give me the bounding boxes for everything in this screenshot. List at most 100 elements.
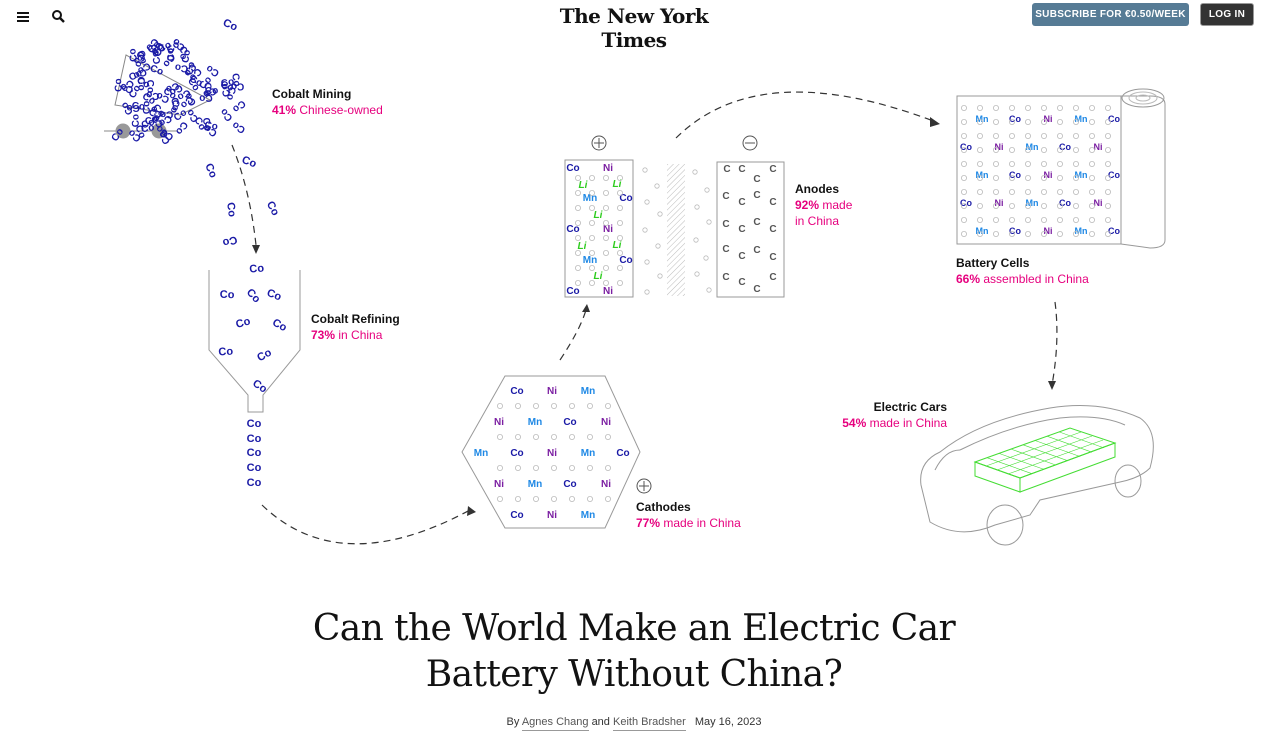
oxygen-ring [617, 189, 624, 196]
oxygen-ring [1009, 174, 1016, 181]
stage-desc-line2: in China [795, 214, 840, 228]
oxygen-ring [993, 188, 1000, 195]
arrow-heads [252, 117, 1056, 516]
atom-co: Co [1009, 226, 1021, 236]
atom-c: C [769, 197, 776, 208]
atom-co: Co [255, 346, 274, 364]
oxygen-ring [1025, 160, 1032, 167]
atom-mn: Mn [976, 114, 989, 124]
oxygen-ring [515, 402, 522, 409]
oxygen-ring [961, 132, 968, 139]
oxygen-ring [1041, 160, 1048, 167]
search-icon[interactable] [48, 6, 70, 28]
oxygen-ring [961, 202, 968, 209]
oxygen-ring [1009, 105, 1016, 112]
atom-co: Co [247, 418, 262, 430]
atom-co: Co [145, 88, 160, 101]
oxygen-ring [1105, 174, 1112, 181]
oxygen-ring [575, 174, 582, 181]
atom-co: Co [247, 433, 262, 445]
oxygen-ring [1105, 119, 1112, 126]
atom-co: Co [220, 289, 235, 302]
stage-desc: made [819, 198, 853, 212]
atom-mn: Mn [581, 510, 595, 521]
oxygen-ring [1041, 119, 1048, 126]
atom-ni: Ni [1094, 198, 1103, 208]
atom-ni: Ni [494, 417, 504, 428]
oxygen-ring [587, 464, 594, 471]
author-link-agnes-chang[interactable]: Agnes Chang [521, 716, 589, 731]
oxygen-ring [515, 433, 522, 440]
oxygen-ring [589, 264, 596, 271]
atom-co: Co [174, 61, 189, 74]
oxygen-ring [1105, 105, 1112, 112]
atom-co: Co [130, 114, 141, 128]
atom-co: Co [205, 85, 219, 97]
stage-cathodes: Cathodes 77% made in China [636, 499, 741, 531]
atom-co: Co [566, 163, 579, 174]
top-bar: The New York Times SUBSCRIBE FOR €0.50/W… [0, 0, 1268, 52]
arrow-refining-to-cathodes [261, 504, 471, 545]
atom-c: C [722, 272, 729, 283]
menu-icon[interactable] [12, 6, 34, 28]
stage-anodes: Anodes 92% made in China [795, 181, 852, 229]
oxygen-ring [1057, 119, 1064, 126]
atom-co: Co [1009, 170, 1021, 180]
atom-ni: Ni [995, 198, 1004, 208]
headline-line-1: Can the World Make an Electric Car [312, 608, 956, 649]
atom-co: Co [127, 48, 140, 63]
atom-li: Li [613, 179, 622, 190]
oxygen-ring [589, 219, 596, 226]
atom-co: Co [221, 233, 239, 249]
atom-c: C [738, 197, 745, 208]
atom-ni: Ni [547, 386, 557, 397]
oxygen-ring [589, 279, 596, 286]
atom-co: Co [1108, 114, 1120, 124]
oxygen-ring [1057, 174, 1064, 181]
atom-ni: Ni [995, 142, 1004, 152]
electrolyte-dot [655, 243, 661, 249]
atom-ni: Ni [601, 417, 611, 428]
oxygen-ring [977, 216, 984, 223]
stage-desc: Chinese-owned [296, 103, 383, 117]
atom-co: Co [144, 79, 156, 93]
oxygen-ring [1041, 216, 1048, 223]
stage-stat: 77% made in China [636, 515, 741, 531]
oxygen-ring [977, 202, 984, 209]
atom-co: Co [156, 39, 173, 55]
arrow-anodes-to-cells [675, 91, 937, 139]
oxygen-ring [1089, 188, 1096, 195]
atom-c: C [738, 164, 745, 175]
atom-co: Co [202, 162, 219, 181]
atom-co: Co [1108, 226, 1120, 236]
oxygen-ring [961, 230, 968, 237]
atom-ni: Ni [601, 479, 611, 490]
oxygen-ring [993, 216, 1000, 223]
oxygen-ring [1057, 188, 1064, 195]
atom-co: Co [249, 262, 265, 275]
oxygen-ring [605, 495, 612, 502]
atom-co: Co [247, 447, 262, 459]
electrolyte-dot [642, 227, 648, 233]
subscribe-button[interactable]: SUBSCRIBE FOR €0.50/WEEK [1032, 3, 1189, 26]
atom-co: Co [199, 92, 213, 104]
oxygen-ring [1025, 119, 1032, 126]
atom-co: Co [160, 108, 174, 120]
author-link-keith-bradsher[interactable]: Keith Bradsher [612, 716, 686, 731]
nyt-logo[interactable]: The New York Times [559, 4, 709, 52]
electrolyte-dot [654, 183, 660, 189]
oxygen-ring [1089, 119, 1096, 126]
car-battery-pack [973, 427, 1117, 493]
stage-desc: in China [335, 328, 383, 342]
login-button[interactable]: LOG IN [1200, 3, 1254, 26]
arrow-mining-to-refining [231, 144, 257, 246]
electrolyte-dot [644, 259, 650, 265]
oxygen-ring [496, 402, 503, 409]
atom-mn: Mn [1026, 142, 1039, 152]
atom-co: Co [140, 122, 155, 135]
oxygen-ring [569, 464, 576, 471]
car-battery-grid-line [985, 431, 1082, 467]
byline-by: By [506, 716, 520, 728]
